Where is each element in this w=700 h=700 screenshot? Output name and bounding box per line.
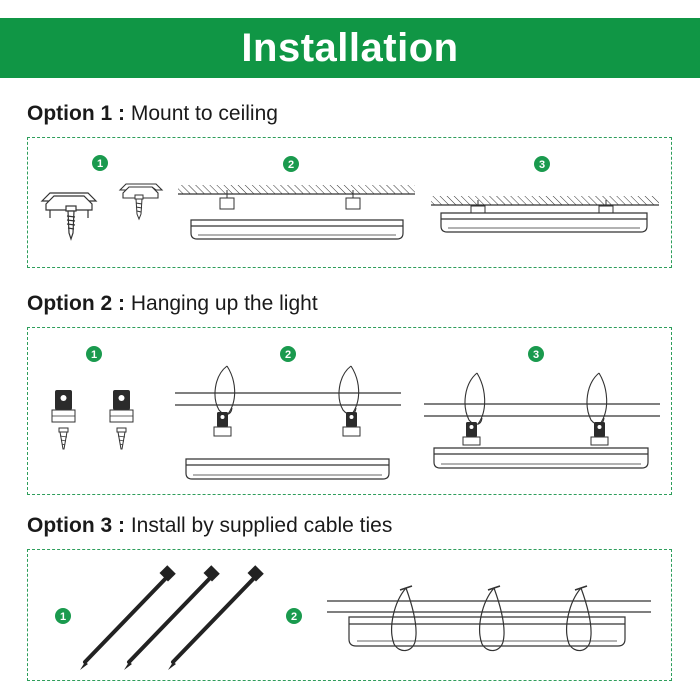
option-2-title: Option 2 : Hanging up the light xyxy=(27,292,318,316)
option-3-step-2-number: 2 xyxy=(291,611,297,623)
option-2-step-2-brackets xyxy=(213,412,361,437)
option-1-step-3-badge: 3 xyxy=(534,156,550,172)
option-2-step-3-rails xyxy=(424,403,660,417)
option-1-step-3-light-fixture xyxy=(440,212,648,233)
cable-tie-2-icon xyxy=(124,565,220,670)
option-2-step-3-number: 3 xyxy=(533,349,539,361)
option-2-step-2-rails xyxy=(175,392,401,406)
option-1-step-2-clip-left xyxy=(219,190,235,210)
option-2-step-2-hook-right xyxy=(338,365,360,415)
hanging-bracket-left-icon xyxy=(51,390,76,450)
option-1-step-2-ceiling xyxy=(178,185,415,195)
option-2-step-3-hook-left xyxy=(464,372,486,425)
option-3-panel: 1 2 xyxy=(27,549,672,681)
option-3-step-1-number: 1 xyxy=(60,611,66,623)
option-2-step-1-number: 1 xyxy=(91,349,97,361)
option-2-label: Option 2 : xyxy=(27,292,125,315)
cable-tie-1-icon xyxy=(80,565,176,670)
page-title: Installation xyxy=(241,25,459,70)
option-2-step-2-light-fixture xyxy=(185,458,390,480)
option-1-panel: 1 2 3 xyxy=(27,137,672,268)
option-3-illustration: 1 2 xyxy=(55,565,651,670)
option-2-step-2-hook-left xyxy=(214,365,236,415)
option-3-label: Option 3 : xyxy=(27,514,125,537)
screw-small-icon xyxy=(134,194,144,221)
option-1-step-2-light-fixture xyxy=(190,219,404,240)
screw-large-icon xyxy=(65,205,77,241)
option-1-step-1-badge: 1 xyxy=(92,155,108,171)
option-3-step-2-cable-ties xyxy=(391,585,592,652)
option-2-step-2-badge: 2 xyxy=(280,346,296,362)
option-3-step-1-badge: 1 xyxy=(55,608,71,624)
option-2-panel: 1 2 3 xyxy=(27,327,672,495)
option-1-desc: Mount to ceiling xyxy=(130,102,278,125)
option-2-illustration: 1 2 3 xyxy=(51,346,660,480)
mounting-clip-small-icon xyxy=(118,183,164,199)
option-3-title: Option 3 : Install by supplied cable tie… xyxy=(27,514,392,538)
option-1-step-1-number: 1 xyxy=(97,158,103,170)
option-1-title: Option 1 : Mount to ceiling xyxy=(27,102,278,126)
option-3-step-2-badge: 2 xyxy=(286,608,302,624)
mounting-clip-large-icon xyxy=(40,192,98,218)
option-1-step-3-number: 3 xyxy=(539,159,545,171)
option-1-step-2-number: 2 xyxy=(288,159,294,171)
option-1-step-2-clip-right xyxy=(345,190,361,210)
option-3-desc: Install by supplied cable ties xyxy=(130,514,393,537)
option-1-step-2-badge: 2 xyxy=(283,156,299,172)
option-2-step-3-light-fixture xyxy=(433,447,649,469)
option-2-step-2-number: 2 xyxy=(285,349,291,361)
option-1-step-3-ceiling xyxy=(431,196,659,206)
hanging-bracket-right-icon xyxy=(109,390,134,450)
header-banner: Installation xyxy=(0,18,700,78)
option-2-step-1-badge: 1 xyxy=(86,346,102,362)
option-3-step-2-light-fixture xyxy=(348,616,626,647)
option-1-illustration: 1 2 3 xyxy=(40,155,659,241)
option-2-desc: Hanging up the light xyxy=(130,292,318,315)
option-3-step-2-rails xyxy=(327,600,651,613)
cable-tie-3-icon xyxy=(168,565,264,670)
option-2-step-3-brackets xyxy=(462,422,609,446)
option-2-step-3-badge: 3 xyxy=(528,346,544,362)
option-1-label: Option 1 : xyxy=(27,102,125,125)
